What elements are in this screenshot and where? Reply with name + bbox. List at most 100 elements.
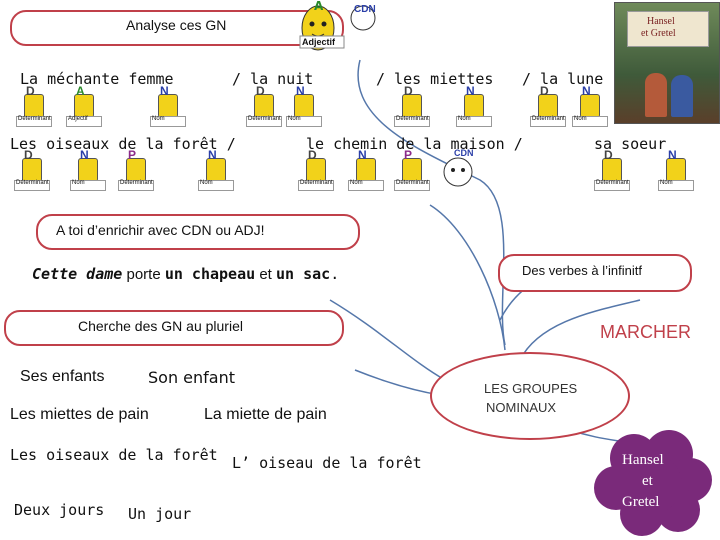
plural-prompt: Cherche des GN au pluriel (78, 318, 243, 334)
cdn-mascot: CDN (436, 146, 486, 192)
gn-example-2: / la nuit (232, 70, 314, 88)
singular-2: La miette de pain (204, 406, 327, 423)
grammar-figure-determinant: D Déterminant (298, 148, 334, 192)
figure-caption: Déterminant (596, 180, 629, 186)
sentence-end: . (330, 265, 340, 283)
figure-caption: Déterminant (396, 180, 429, 186)
title-banner (10, 10, 344, 46)
figure-letter: N (208, 148, 217, 162)
adjective-mascot: A CDN Adjectif (288, 0, 388, 58)
gn-example-5: Les oiseaux de la forêt / (10, 135, 236, 153)
figure-caption: Nom (458, 116, 471, 122)
sentence-object-1: un chapeau (164, 265, 256, 283)
plural-banner (4, 310, 344, 346)
plural-4: Deux jours (14, 501, 105, 519)
figure-caption: Adjectif (68, 116, 88, 122)
mascot-adjectif-label: Adjectif (302, 37, 336, 47)
sentence-subject: Cette dame (32, 265, 123, 283)
figure-caption: Déterminant (18, 116, 51, 122)
verbs-banner (498, 254, 692, 292)
figure-letter: D (404, 84, 413, 98)
gn-example-6: le chemin de la maison / (306, 135, 523, 153)
figure-caption: Déterminant (248, 116, 281, 122)
cloud-shape (594, 430, 712, 536)
figure-caption: Nom (350, 180, 363, 186)
figure-caption: Nom (200, 180, 213, 186)
singular-4: Un jour (128, 505, 192, 523)
figure-caption: Nom (152, 116, 165, 122)
figure-letter: D (604, 148, 613, 162)
figure-caption: Déterminant (300, 180, 333, 186)
verb-example: MARCHER (600, 322, 692, 342)
plural-2: Les miettes de pain (10, 406, 149, 423)
grammar-figure-determinant: D Déterminant (16, 84, 52, 128)
enrich-banner (36, 214, 360, 250)
figure-caption: Nom (574, 116, 587, 122)
figure-caption: Déterminant (532, 116, 565, 122)
grammar-figure-determinant: D Déterminant (530, 84, 566, 128)
book-title-line1: Hansel (647, 16, 675, 27)
figure-letter: N (80, 148, 89, 162)
center-node (430, 352, 630, 440)
cloud-line2: et (642, 473, 653, 489)
figure-caption: Déterminant (396, 116, 429, 122)
book-title-line2: et Gretel (641, 28, 676, 39)
figure-letter: D (540, 84, 549, 98)
grammar-figure-nom: N Nom (198, 148, 234, 192)
grammar-figure-nom: N Nom (348, 148, 384, 192)
grammar-figure-nom: N Nom (658, 148, 694, 192)
grammar-figure-determinant: D Déterminant (14, 148, 50, 192)
figure-letter: D (26, 84, 35, 98)
hansel-gretel-cloud: Hansel et Gretel (594, 428, 714, 536)
grammar-figure-adjectif: A Adjectif (66, 84, 102, 128)
figure-letter: A (76, 84, 85, 98)
adjective-mascot-icon: A (299, 0, 376, 51)
figure-letter: N (358, 148, 367, 162)
cloud-line3: Gretel (622, 494, 660, 510)
figure-letter: N (582, 84, 591, 98)
figure-letter: D (308, 148, 317, 162)
figure-letter: D (24, 148, 33, 162)
figure-caption: Déterminant (120, 180, 153, 186)
grammar-figure-determinant: D Déterminant (246, 84, 282, 128)
figure-letter: P (128, 148, 137, 162)
enrich-prompt: A toi d’enrichir avec CDN ou ADJ! (56, 222, 265, 238)
grammar-figure-nom: N Nom (70, 148, 106, 192)
cloud-line1: Hansel (622, 452, 664, 468)
figure-caption: Nom (72, 180, 85, 186)
sentence-conj: et (255, 266, 277, 283)
singular-1: Son enfant (148, 368, 236, 387)
figure-caption: Nom (288, 116, 301, 122)
plural-3: Les oiseaux de la forêt (10, 446, 218, 464)
grammar-figure-nom: N Nom (150, 84, 186, 128)
grammar-figure-determinant: D Déterminant (594, 148, 630, 192)
grammar-figure-determinant: P Déterminant (118, 148, 154, 192)
figure-letter: N (466, 84, 475, 98)
center-label-line2: NOMINAUX (486, 400, 557, 415)
sentence-object-2: un sac (276, 265, 331, 283)
figure-caption: Nom (660, 180, 673, 186)
gn-example-7: sa soeur (594, 135, 667, 153)
grammar-figure-nom: N Nom (572, 84, 608, 128)
book-cover: Hansel et Gretel (614, 2, 720, 124)
gn-example-4: / la lune (522, 70, 604, 88)
cdn-mascot-label: CDN (454, 148, 474, 158)
sentence-verb: porte (122, 266, 165, 283)
figure-letter: N (160, 84, 169, 98)
page-title: Analyse ces GN (126, 17, 227, 33)
verbs-prompt: Des verbes à l’infinitf (522, 263, 642, 278)
gn-example-3: / les miettes (376, 70, 494, 88)
grammar-figure-nom: N Nom (456, 84, 492, 128)
singular-3: L’ oiseau de la forêt (232, 454, 422, 472)
center-label-line1: LES GROUPES (484, 381, 578, 396)
figure-letter: D (256, 84, 265, 98)
svg-text:A: A (314, 0, 324, 13)
mascot-cdn-label: CDN (354, 4, 376, 15)
figure-letter: P (404, 148, 413, 162)
figure-letter: N (668, 148, 677, 162)
figure-caption: Déterminant (16, 180, 49, 186)
figure-letter: N (296, 84, 305, 98)
gn-example-1: La méchante femme (20, 70, 174, 88)
plural-1: Ses enfants (20, 368, 105, 385)
